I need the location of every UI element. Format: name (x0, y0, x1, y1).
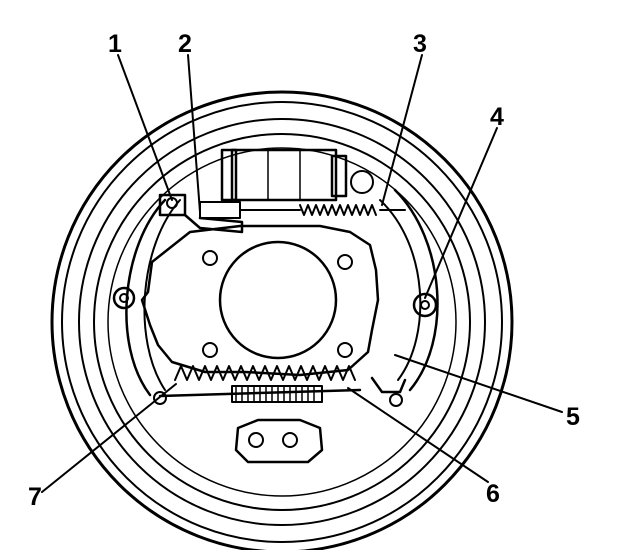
callout-4: 4 (490, 103, 504, 131)
upper-return-spring (239, 204, 406, 216)
brake-shoes (125, 188, 439, 397)
leader-lines (41, 54, 563, 493)
callout-6: 6 (486, 480, 500, 508)
drum-rings (50, 90, 514, 550)
callout-5: 5 (566, 403, 580, 431)
callout-1: 1 (108, 30, 122, 58)
callout-2: 2 (178, 30, 192, 58)
callout-7: 7 (28, 483, 42, 511)
adjuster-assembly (153, 365, 407, 407)
backing-plate (140, 224, 380, 377)
callout-3: 3 (413, 30, 427, 58)
hold-down-pins (112, 286, 438, 318)
wheel-cylinder (220, 148, 374, 202)
anchor-plate (234, 418, 324, 464)
